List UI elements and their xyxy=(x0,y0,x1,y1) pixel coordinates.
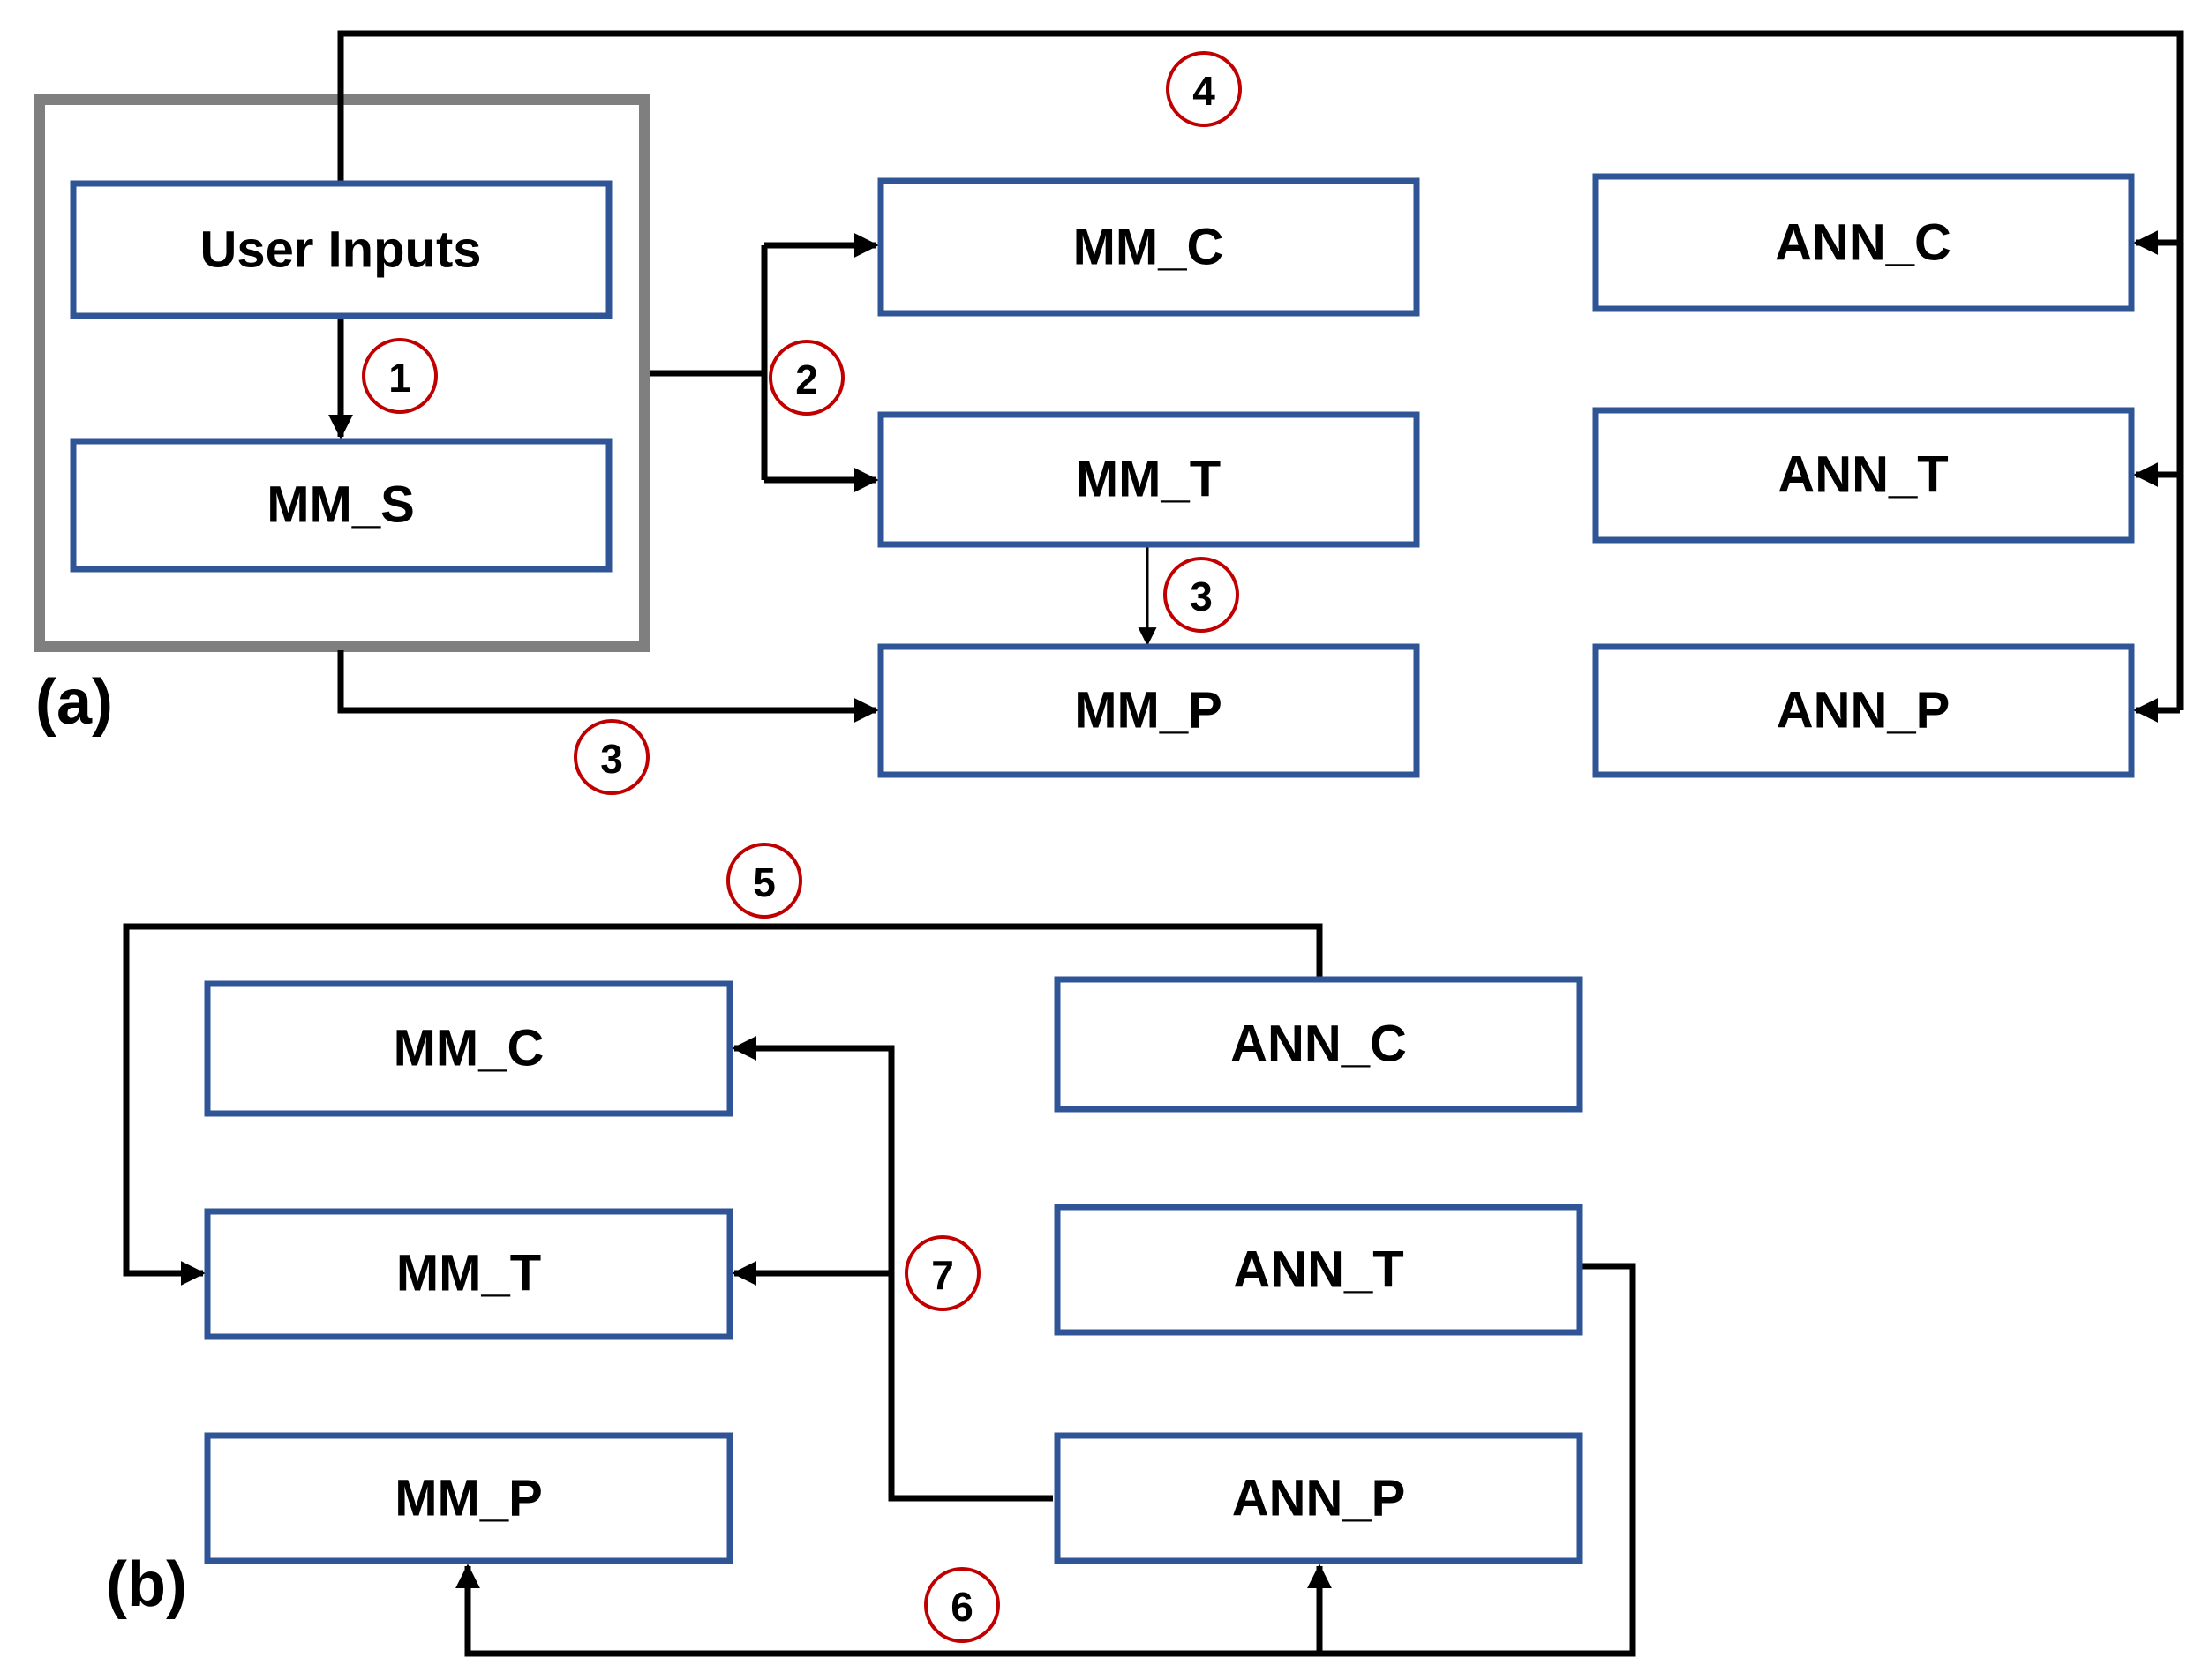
box-mm-t-a-label: MM_T xyxy=(1076,451,1221,508)
svg-text:2: 2 xyxy=(795,356,818,402)
svg-text:1: 1 xyxy=(388,355,411,401)
box-user-inputs: User Inputs xyxy=(70,180,613,319)
box-ann-p-b: ANN_P xyxy=(1054,1432,1583,1564)
box-ann-c-b: ANN_C xyxy=(1054,976,1583,1113)
step-badge-4: 4 xyxy=(1166,51,1242,127)
box-mm-p-a: MM_P xyxy=(877,643,1420,778)
box-mm-s-label: MM_S xyxy=(267,476,415,534)
step-badge-3-mm-t: 3 xyxy=(1163,557,1239,633)
box-ann-p-a: ANN_P xyxy=(1592,643,2135,778)
box-ann-t-a: ANN_T xyxy=(1592,407,2135,544)
box-mm-p-b-label: MM_P xyxy=(395,1470,543,1527)
step-badge-1: 1 xyxy=(362,338,438,414)
step-badge-3-user: 3 xyxy=(574,719,650,795)
svg-text:3: 3 xyxy=(1190,574,1213,619)
panel-b: (b) MM_C MM_T MM_P ANN_C ANN_T xyxy=(106,843,1636,1657)
connector-step-5 xyxy=(123,923,1323,1286)
box-ann-p-b-label: ANN_P xyxy=(1232,1470,1406,1527)
svg-text:6: 6 xyxy=(951,1584,973,1630)
box-user-inputs-label: User Inputs xyxy=(199,221,481,279)
box-ann-t-a-label: ANN_T xyxy=(1778,446,1948,504)
panel-a: (a) User Inputs MM_S MM_C MM_T xyxy=(34,30,2184,795)
box-ann-p-a-label: ANN_P xyxy=(1777,682,1951,739)
box-ann-c-a: ANN_C xyxy=(1592,173,2135,312)
box-ann-t-b-label: ANN_T xyxy=(1233,1241,1403,1299)
box-ann-c-b-label: ANN_C xyxy=(1230,1016,1407,1073)
connector-step-6 xyxy=(455,1263,1636,1657)
box-mm-c-a-label: MM_C xyxy=(1073,219,1224,276)
svg-text:7: 7 xyxy=(931,1252,954,1298)
box-ann-t-b: ANN_T xyxy=(1054,1204,1583,1336)
panel-a-label: (a) xyxy=(35,667,113,738)
svg-text:5: 5 xyxy=(753,859,776,905)
box-mm-t-b-label: MM_T xyxy=(396,1245,541,1302)
step-badge-5: 5 xyxy=(726,843,802,919)
svg-text:3: 3 xyxy=(600,736,623,782)
step-badge-7: 7 xyxy=(905,1235,981,1311)
connector-step-3-to-mm-p xyxy=(337,650,879,723)
connector-step-4-main xyxy=(337,30,2184,710)
box-mm-c-b-label: MM_C xyxy=(394,1020,545,1077)
box-mm-c-a: MM_C xyxy=(877,177,1420,317)
step-badge-2: 2 xyxy=(769,340,845,416)
box-mm-t-a: MM_T xyxy=(877,411,1420,548)
box-mm-c-b: MM_C xyxy=(204,980,733,1117)
box-mm-t-b: MM_T xyxy=(204,1208,733,1340)
box-ann-c-a-label: ANN_C xyxy=(1775,214,1951,272)
svg-text:4: 4 xyxy=(1192,68,1215,114)
step-badge-6: 6 xyxy=(924,1567,1000,1643)
panel-b-label: (b) xyxy=(106,1549,187,1620)
box-mm-s: MM_S xyxy=(70,438,613,573)
box-mm-p-a-label: MM_P xyxy=(1074,682,1222,739)
box-mm-p-b: MM_P xyxy=(204,1432,733,1564)
